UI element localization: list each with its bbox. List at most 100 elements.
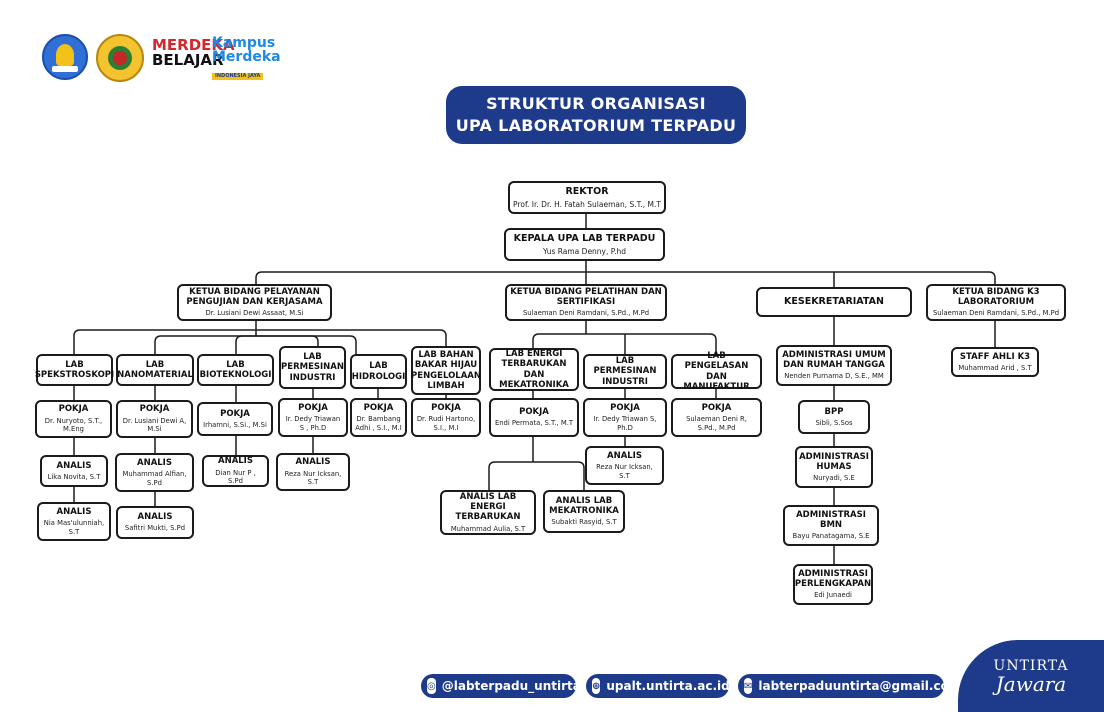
node-analis-spektroskopi-2: ANALIS Nia Mas'ulunniah, S.T	[37, 502, 111, 541]
node-kb-k3: KETUA BIDANG K3 LABORATORIUM Sulaeman De…	[926, 284, 1066, 321]
node-title: ADMINISTRASI BMN	[796, 510, 866, 531]
website-link[interactable]: ⊕ upalt.untirta.ac.id	[586, 674, 730, 698]
node-title: POKJA	[431, 402, 461, 413]
node-title: KEPALA UPA LAB TERPADU	[513, 233, 656, 245]
brand-line-1: UNTIRTA	[993, 658, 1069, 674]
instagram-link[interactable]: ◎ @labterpadu_untirta	[421, 674, 581, 698]
node-lab-permesinan-2: LAB PERMESINAN INDUSTRI	[583, 354, 667, 389]
node-analis-nanomaterial-1: ANALIS Muhammad Alfian, S.Pd	[115, 453, 194, 492]
node-pokja-hidrologi: POKJA Dr. Bambang Adhi , S.I., M.I	[350, 398, 407, 437]
title-line-2: UPA LABORATORIUM TERPADU	[455, 116, 737, 135]
node-lab-hidrologi: LAB HIDROLOGI	[350, 354, 407, 389]
node-person: Endi Permata, S.T., M.T	[494, 419, 574, 428]
node-title: POKJA	[610, 402, 640, 413]
node-title: ANALIS	[218, 456, 253, 467]
node-person: Irhamni, S.Si., M.Si	[203, 420, 267, 429]
node-title: STAFF AHLI K3	[959, 351, 1031, 362]
node-title: ANALIS	[137, 512, 173, 523]
merdeka-script-text: Merdeka	[212, 49, 281, 65]
node-person: Dr. Lusiani Dewi A, M.Si	[122, 416, 187, 434]
node-title: POKJA	[58, 404, 89, 415]
website-url: upalt.untirta.ac.id	[606, 679, 730, 693]
merdeka-text: MERDEKA	[152, 36, 235, 54]
node-title: KETUA BIDANG PELAYANAN PENGUJIAN DAN KER…	[186, 287, 323, 308]
node-adm-bmn: ADMINISTRASI BMN Bayu Panatagama, S.E	[783, 505, 879, 546]
node-analis-bioteknologi: ANALIS Dian Nur P , S.Pd	[202, 455, 269, 487]
node-title: LAB BAHAN BAKAR HIJAU PENGELOLAAN LIMBAH	[411, 350, 481, 391]
node-adm-umum: ADMINISTRASI UMUM DAN RUMAH TANGGA Nende…	[776, 345, 892, 386]
node-pokja-spektroskopi: POKJA Dr. Nuryoto, S.T., M.Eng	[35, 400, 112, 438]
node-title: POKJA	[519, 407, 549, 418]
node-person: Muhammad Aulia, S.T	[450, 524, 526, 533]
node-person: Sibli, S.Sos	[815, 418, 853, 427]
node-person: Reza Nur Icksan, S.T	[284, 469, 342, 487]
node-person: Sulaeman Deni R, S.Pd., M.Pd	[686, 415, 747, 432]
node-lab-bahan-bakar: LAB BAHAN BAKAR HIJAU PENGELOLAAN LIMBAH	[411, 346, 481, 395]
node-person: Safitri Mukti, S.Pd	[124, 524, 186, 533]
node-person: Dr. Rudi Hartono, S.I., M.I	[416, 415, 476, 432]
node-title: LAB HIDROLOGI	[351, 361, 406, 382]
node-title: KETUA BIDANG PELATIHAN DAN SERTIFIKASI	[510, 287, 662, 308]
node-person: Nuryadi, S.E	[813, 473, 855, 482]
node-title: ADMINISTRASI PERLENGKAPAN	[794, 569, 872, 590]
kampus-text: Kampus	[212, 35, 276, 51]
node-person: Reza Nur Icksan, S.T	[596, 463, 653, 480]
node-title: LAB PENGELASAN DAN MANUFAKTUR	[683, 351, 750, 392]
title-line-1: STRUKTUR ORGANISASI	[486, 94, 706, 114]
node-title: LAB NANOMATERIAL	[117, 359, 193, 380]
node-person: Edi Junaedi	[814, 591, 852, 600]
node-pokja-nanomaterial: POKJA Dr. Lusiani Dewi A, M.Si	[116, 400, 193, 438]
node-title: BPP	[824, 406, 844, 417]
node-person: Dr. Nuryoto, S.T., M.Eng	[44, 416, 103, 434]
node-lab-pengelasan: LAB PENGELASAN DAN MANUFAKTUR	[671, 351, 762, 392]
node-person: Dr. Bambang Adhi , S.I., M.I	[355, 415, 402, 432]
node-title: ANALIS LAB ENERGI TERBARUKAN	[455, 491, 521, 523]
node-title: LAB PERMESINAN INDUSTRI	[281, 352, 344, 383]
node-title: REKTOR	[565, 186, 609, 198]
node-title: ADMINISTRASI HUMAS	[799, 451, 869, 472]
node-person: Prof. Ir. Dr. H. Fatah Sulaeman, S.T., M…	[513, 199, 661, 209]
node-title: ANALIS	[607, 450, 642, 461]
node-title: KETUA BIDANG K3 LABORATORIUM	[952, 287, 1040, 308]
node-title: POKJA	[139, 404, 170, 415]
node-person: Sulaeman Deni Ramdani, S.Pd., M.Pd	[932, 309, 1060, 318]
node-kb-pelayanan: KETUA BIDANG PELAYANAN PENGUJIAN DAN KER…	[177, 284, 332, 321]
kampus-merdeka-logo: Kampus Merdeka INDONESIA JAYA	[212, 36, 281, 80]
email-link[interactable]: ✉ labterpaduuntirta@gmail.com	[738, 674, 961, 698]
node-analis-spektroskopi-1: ANALIS Lika Novita, S.T	[40, 455, 108, 487]
node-pokja-bioteknologi: POKJA Irhamni, S.Si., M.Si	[197, 402, 273, 436]
untirta-jawara-brand: UNTIRTA Jawara	[958, 640, 1104, 712]
untirta-seal-logo	[96, 34, 144, 82]
node-title: LAB SPEKSTROSKOPI	[34, 359, 115, 380]
node-title: LAB ENERGI TERBARUKAN DAN MEKATRONIKA	[499, 349, 569, 390]
node-person: Ir. Dedy Triawan S , Ph.D	[285, 415, 341, 432]
mail-icon: ✉	[744, 678, 753, 694]
node-title: POKJA	[298, 402, 328, 413]
node-analis-mekatronika: ANALIS LAB MEKATRONIKA Subakti Rasyid, S…	[543, 490, 625, 533]
node-title: ANALIS	[56, 460, 92, 471]
node-lab-energi: LAB ENERGI TERBARUKAN DAN MEKATRONIKA	[489, 348, 579, 391]
instagram-handle: @labterpadu_untirta	[441, 679, 581, 693]
node-pokja-pengelasan: POKJA Sulaeman Deni R, S.Pd., M.Pd	[671, 398, 762, 437]
node-pokja-permesinan-2: POKJA Ir. Dedy Triawan S, Ph.D	[583, 398, 667, 437]
node-kesekretariatan: KESEKRETARIATAN	[756, 287, 912, 317]
node-pokja-bahan-bakar: POKJA Dr. Rudi Hartono, S.I., M.I	[411, 398, 481, 437]
node-pokja-permesinan-1: POKJA Ir. Dedy Triawan S , Ph.D	[278, 398, 348, 437]
belajar-text: BELAJAR	[152, 51, 224, 69]
globe-icon: ⊕	[592, 678, 601, 694]
node-kepala-upa: KEPALA UPA LAB TERPADU Yus Rama Denny, P…	[504, 228, 665, 261]
node-lab-nanomaterial: LAB NANOMATERIAL	[116, 354, 194, 386]
indonesia-jaya-tag: INDONESIA JAYA	[212, 73, 264, 80]
instagram-icon: ◎	[427, 678, 436, 694]
node-title: POKJA	[363, 402, 394, 413]
node-kb-pelatihan: KETUA BIDANG PELATIHAN DAN SERTIFIKASI S…	[505, 284, 667, 321]
brand-line-2: Jawara	[995, 672, 1067, 696]
node-person: Sulaeman Deni Ramdani, S.Pd., M.Pd	[522, 309, 650, 318]
page-title: STRUKTUR ORGANISASI UPA LABORATORIUM TER…	[446, 86, 746, 144]
node-analis-permesinan-2: ANALIS Reza Nur Icksan, S.T	[585, 446, 664, 485]
node-person: Muhammad Arid , S.T	[958, 363, 1032, 372]
node-adm-humas: ADMINISTRASI HUMAS Nuryadi, S.E	[795, 446, 873, 488]
node-title: ANALIS	[56, 506, 92, 517]
node-bpp: BPP Sibli, S.Sos	[798, 400, 870, 434]
node-title: ANALIS	[295, 457, 331, 468]
